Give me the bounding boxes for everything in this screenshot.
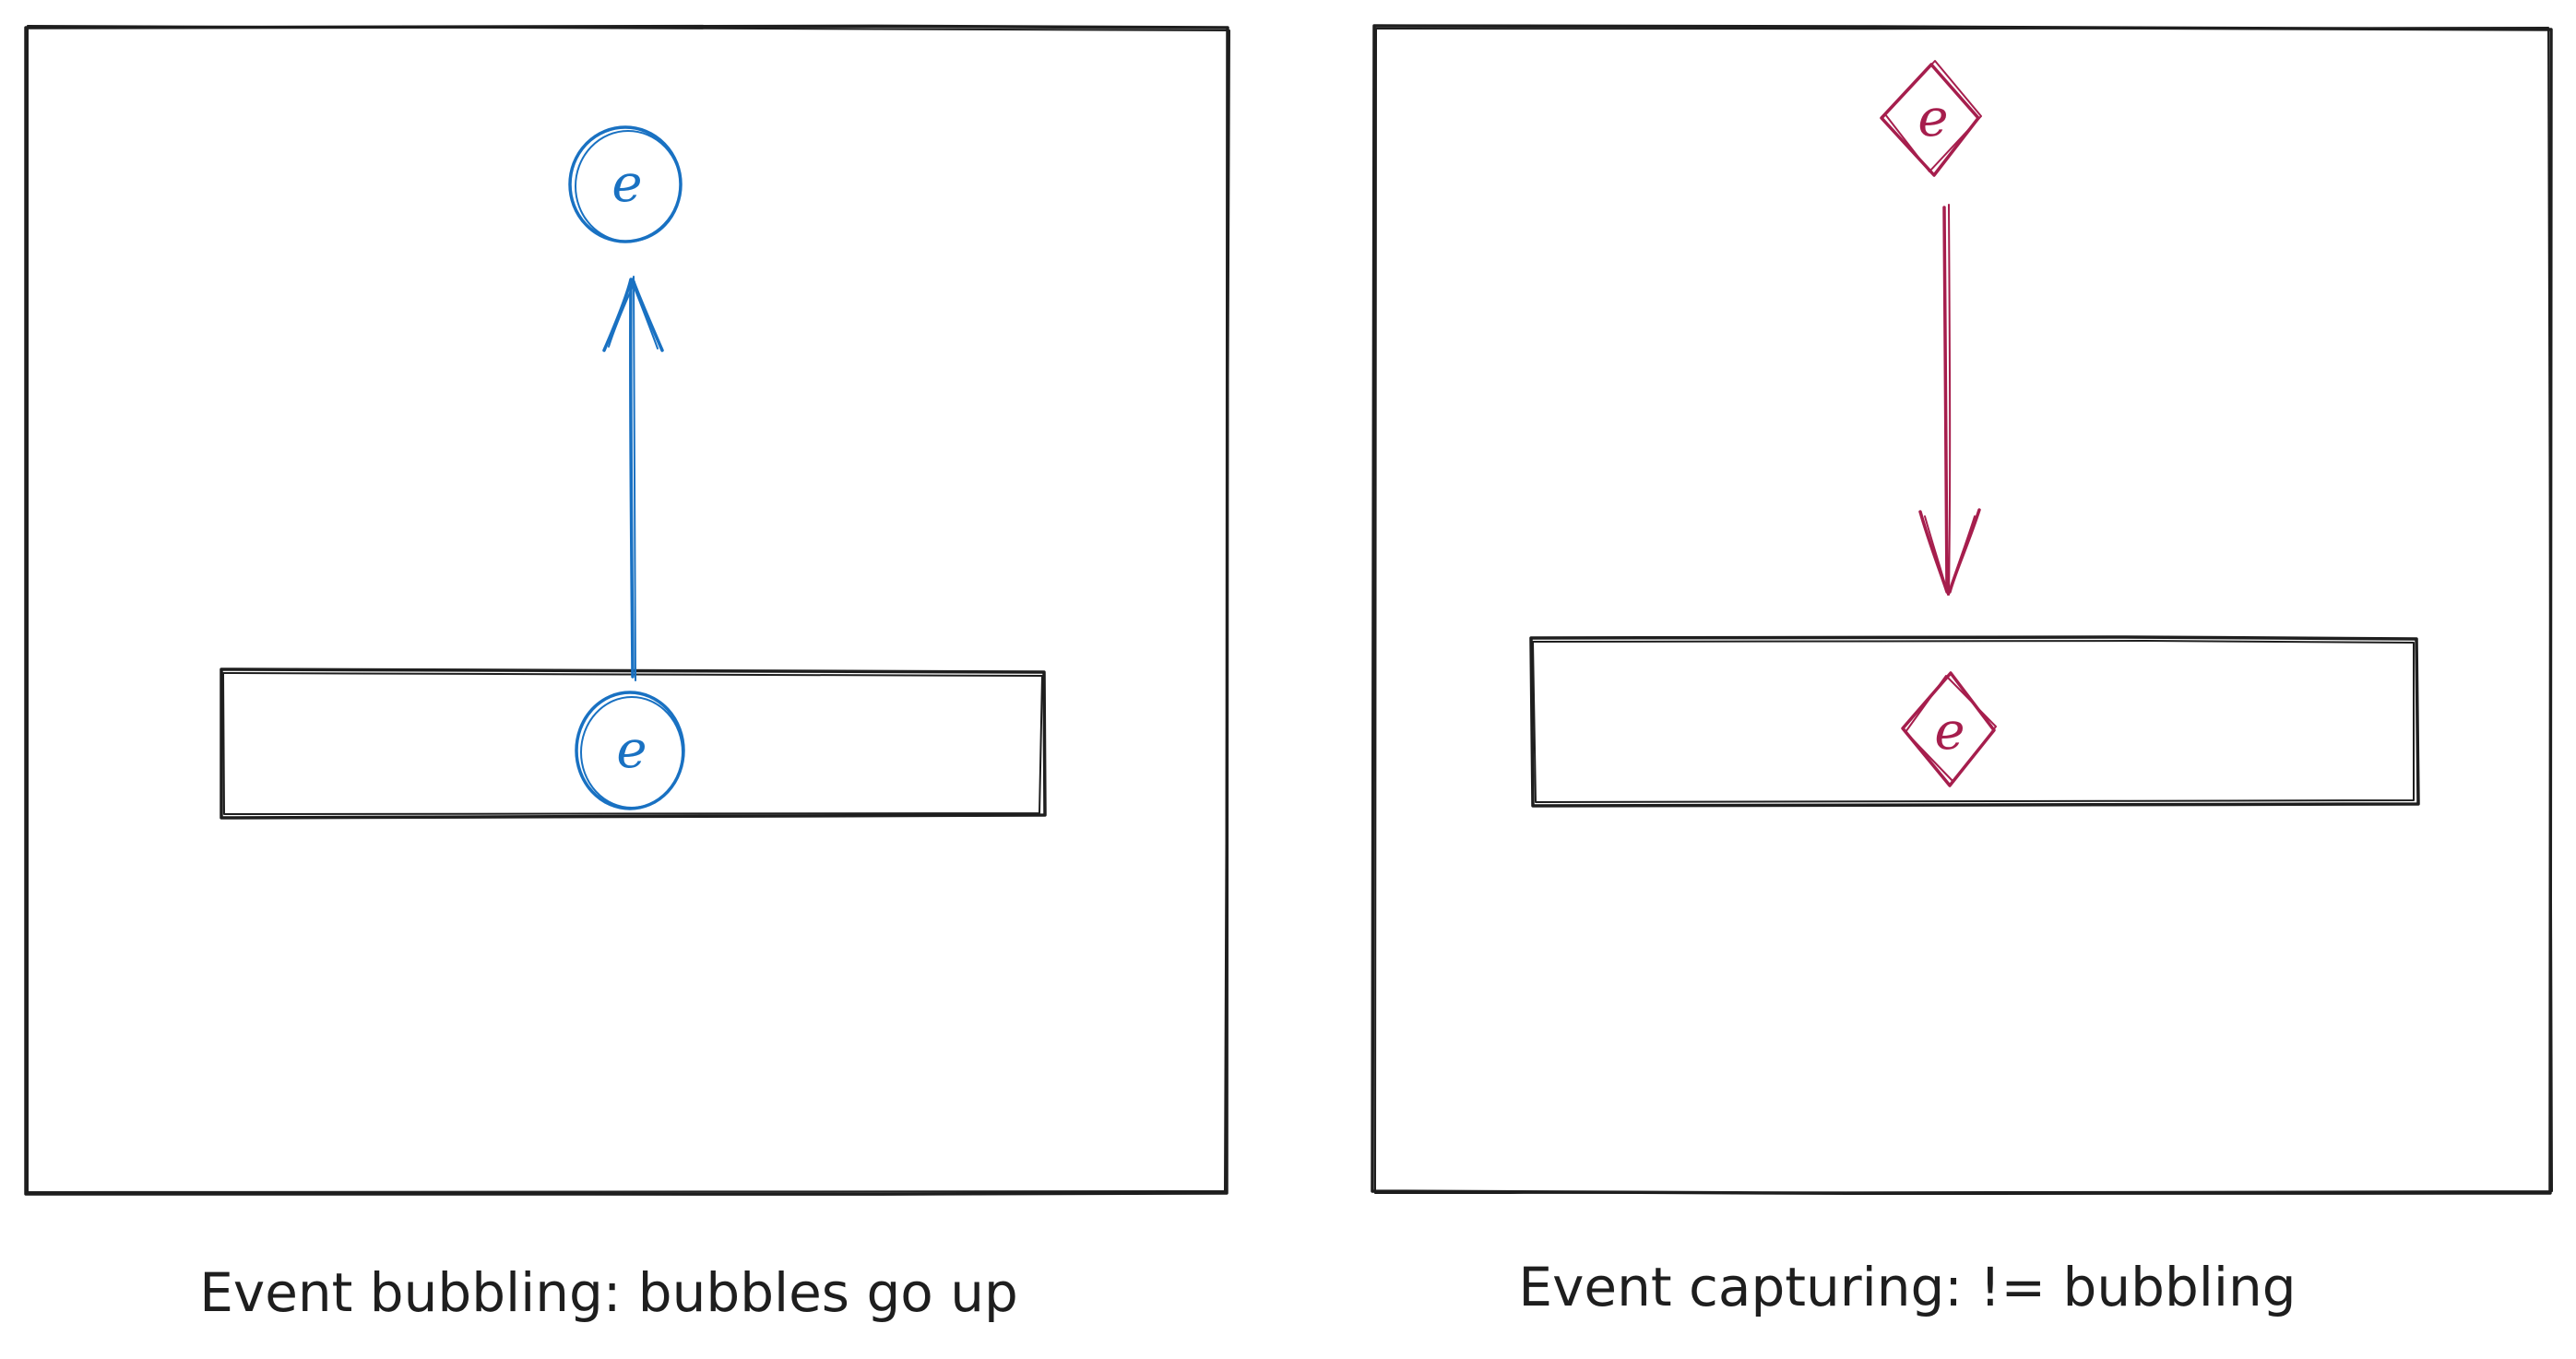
bubbling-frame [24, 23, 1230, 1196]
capturing-down-arrow [1918, 204, 1981, 596]
capturing-panel: e e Event capturing: != bubbling [1371, 24, 2553, 1318]
bubbling-source-event-label: e [616, 720, 647, 780]
capturing-target-event-label: e [1934, 702, 1965, 762]
capturing-frame [1371, 24, 2553, 1196]
bubbled-event-label: e [611, 154, 642, 214]
capturing-inner-element [1529, 634, 2420, 808]
capturing-target-event-node: e [1901, 671, 1997, 787]
bubbling-source-event-node: e [575, 691, 685, 810]
bubbling-inner-element [220, 668, 1047, 820]
capturing-source-event-node: e [1880, 60, 1982, 177]
bubbling-caption: Event bubbling: bubbles go up [199, 1261, 1018, 1324]
bubbling-up-arrow [602, 276, 664, 681]
bubbled-event-node: e [568, 125, 683, 243]
capturing-source-event-label: e [1917, 89, 1948, 148]
bubbling-panel: e e Event bubbling: bubbles go up [24, 23, 1230, 1324]
capturing-caption: Event capturing: != bubbling [1518, 1256, 2296, 1318]
